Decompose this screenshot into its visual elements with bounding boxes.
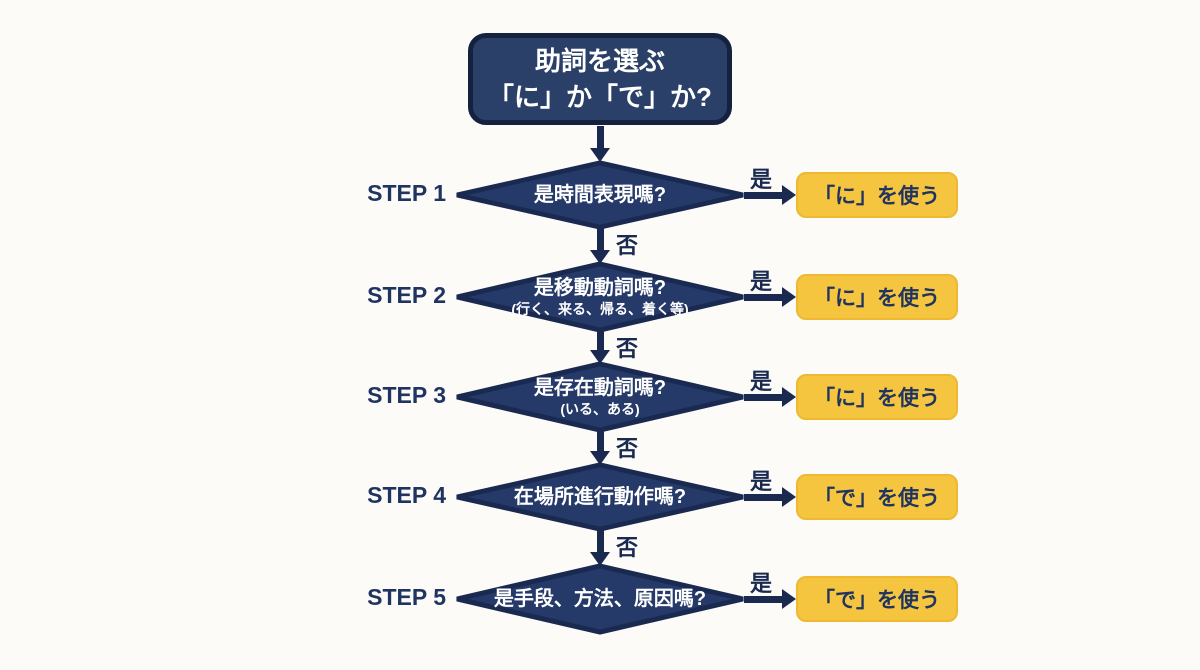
arrow-line <box>596 126 604 148</box>
arrow-down-step4-step5 <box>590 530 610 566</box>
step4-no-label: 否 <box>616 535 639 560</box>
question-sub: (いる、ある) <box>560 401 640 417</box>
question: 是時間表現嗎? <box>533 184 667 206</box>
step3-yes-label: 是 <box>750 369 773 394</box>
arrow-line <box>744 293 782 301</box>
arrow-right-step1 <box>744 185 796 205</box>
step2-question-text: 是移動動詞嗎? (行く、来る、帰る、着く等) <box>454 261 746 333</box>
step3-question-text: 是存在動詞嗎? (いる、ある) <box>454 361 746 433</box>
arrow-right-step3 <box>744 387 796 407</box>
step4-question-text: 在場所進行動作嗎? <box>454 462 746 532</box>
step2-decision-node: 是移動動詞嗎? (行く、来る、帰る、着く等) <box>454 261 746 333</box>
arrow-head-icon <box>782 387 796 407</box>
arrow-down-step1-step2 <box>590 228 610 264</box>
title-line1: 助詞を選ぶ <box>534 46 665 76</box>
arrow-right-step4 <box>744 487 796 507</box>
step1-question-text: 是時間表現嗎? <box>454 160 746 230</box>
step4-result-box: 「で」を使う <box>796 474 958 520</box>
step5-yes-label: 是 <box>750 571 773 596</box>
arrow-line <box>744 493 782 501</box>
arrow-down-step3-step4 <box>590 431 610 465</box>
diamond-shape <box>456 361 744 433</box>
title-line2: 「に」か「で」か? <box>488 82 712 112</box>
step1-result-box: 「に」を使う <box>796 172 958 218</box>
arrow-head-icon <box>590 451 610 465</box>
step2-yes-label: 是 <box>750 269 773 294</box>
arrow-head-icon <box>590 552 610 566</box>
arrow-head-icon <box>590 148 610 162</box>
step4-label: STEP 4 <box>367 482 446 508</box>
step3-label: STEP 3 <box>367 382 446 408</box>
question: 是存在動詞嗎? <box>533 377 667 399</box>
arrow-line <box>744 393 782 401</box>
arrow-head-icon <box>590 350 610 364</box>
step1-no-label: 否 <box>616 233 639 258</box>
step3-decision-node: 是存在動詞嗎? (いる、ある) <box>454 361 746 433</box>
arrow-line <box>744 191 782 199</box>
step2-no-label: 否 <box>616 336 639 361</box>
step2-label: STEP 2 <box>367 282 446 308</box>
diamond-shape <box>456 160 744 230</box>
arrow-line <box>596 431 604 451</box>
arrow-head-icon <box>782 589 796 609</box>
step2-result-box: 「に」を使う <box>796 274 958 320</box>
step1-decision-node: 是時間表現嗎? <box>454 160 746 230</box>
arrow-right-step2 <box>744 287 796 307</box>
arrow-head-icon <box>782 185 796 205</box>
step3-no-label: 否 <box>616 436 639 461</box>
step4-decision-node: 在場所進行動作嗎? <box>454 462 746 532</box>
question: 是移動動詞嗎? <box>533 277 667 299</box>
step1-yes-label: 是 <box>750 167 773 192</box>
step5-question-text: 是手段、方法、原因嗎? <box>454 563 746 635</box>
title-box: 助詞を選ぶ 「に」か「で」か? <box>468 33 732 125</box>
arrow-down-title-step1 <box>590 126 610 162</box>
diamond-shape <box>456 563 744 635</box>
question: 是手段、方法、原因嗎? <box>493 588 707 610</box>
arrow-down-step2-step3 <box>590 331 610 364</box>
step5-decision-node: 是手段、方法、原因嗎? <box>454 563 746 635</box>
arrow-head-icon <box>590 250 610 264</box>
arrow-head-icon <box>782 487 796 507</box>
step3-result-box: 「に」を使う <box>796 374 958 420</box>
arrow-line <box>744 595 782 603</box>
diamond-shape <box>456 261 744 333</box>
step4-yes-label: 是 <box>750 469 773 494</box>
arrow-right-step5 <box>744 589 796 609</box>
arrow-line <box>596 331 604 350</box>
arrow-head-icon <box>782 287 796 307</box>
step5-label: STEP 5 <box>367 584 446 610</box>
question: 在場所進行動作嗎? <box>513 486 687 508</box>
step5-result-box: 「で」を使う <box>796 576 958 622</box>
arrow-line <box>596 530 604 552</box>
arrow-line <box>596 228 604 250</box>
question-sub: (行く、来る、帰る、着く等) <box>511 301 689 317</box>
diamond-shape <box>456 462 744 532</box>
step1-label: STEP 1 <box>367 180 446 206</box>
